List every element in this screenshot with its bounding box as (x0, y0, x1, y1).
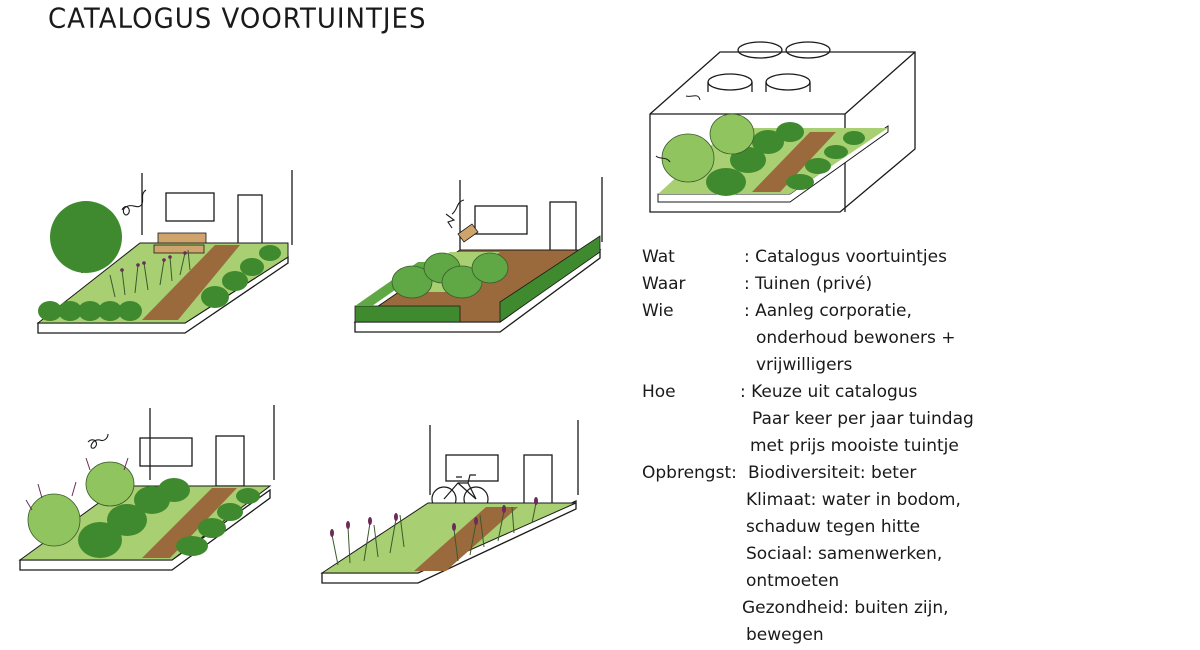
info-value-opbrengst-line: Biodiversiteit: beter (748, 463, 917, 483)
info-value-opbrengst-line: schaduw tegen hitte (746, 517, 921, 537)
info-value-opbrengst-line: ontmoeten (746, 571, 840, 591)
garden-with-tree-and-bench (36, 170, 293, 334)
info-value-opbrengst-line: Gezondheid: buiten zijn, (742, 598, 949, 618)
info-value-hoe-line: : Keuze uit catalogus (740, 382, 918, 402)
lego-brick-garden (649, 41, 916, 213)
info-label-hoe: Hoe (642, 382, 676, 402)
info-value-hoe-line: met prijs mooiste tuintje (750, 436, 959, 456)
page-title: CATALOGUS VOORTUINTJES (48, 3, 427, 35)
info-value-opbrengst-line: bewegen (746, 625, 824, 645)
info-value-wie-line: onderhoud bewoners + (756, 328, 956, 348)
info-label-wat: Wat (642, 247, 675, 267)
info-label-waar: Waar (642, 274, 686, 294)
info-value-opbrengst-line: Sociaal: samenwerken, (746, 544, 943, 564)
info-value-wie-line: vrijwilligers (756, 355, 853, 375)
info-value-waar: : Tuinen (privé) (744, 274, 873, 294)
info-value-hoe-line: Paar keer per jaar tuindag (752, 409, 974, 429)
garden-with-shrubs (18, 405, 275, 571)
info-value-wat: : Catalogus voortuintjes (744, 247, 947, 267)
garden-with-hedges (353, 177, 603, 333)
info-value-wie-line: : Aanleg corporatie, (744, 301, 912, 321)
info-label-wie: Wie (642, 301, 674, 321)
garden-with-grasses-and-bicycle (320, 420, 579, 584)
info-label-opbrengst: Opbrengst: (642, 463, 737, 483)
info-value-opbrengst-line: Klimaat: water in bodom, (746, 490, 961, 510)
